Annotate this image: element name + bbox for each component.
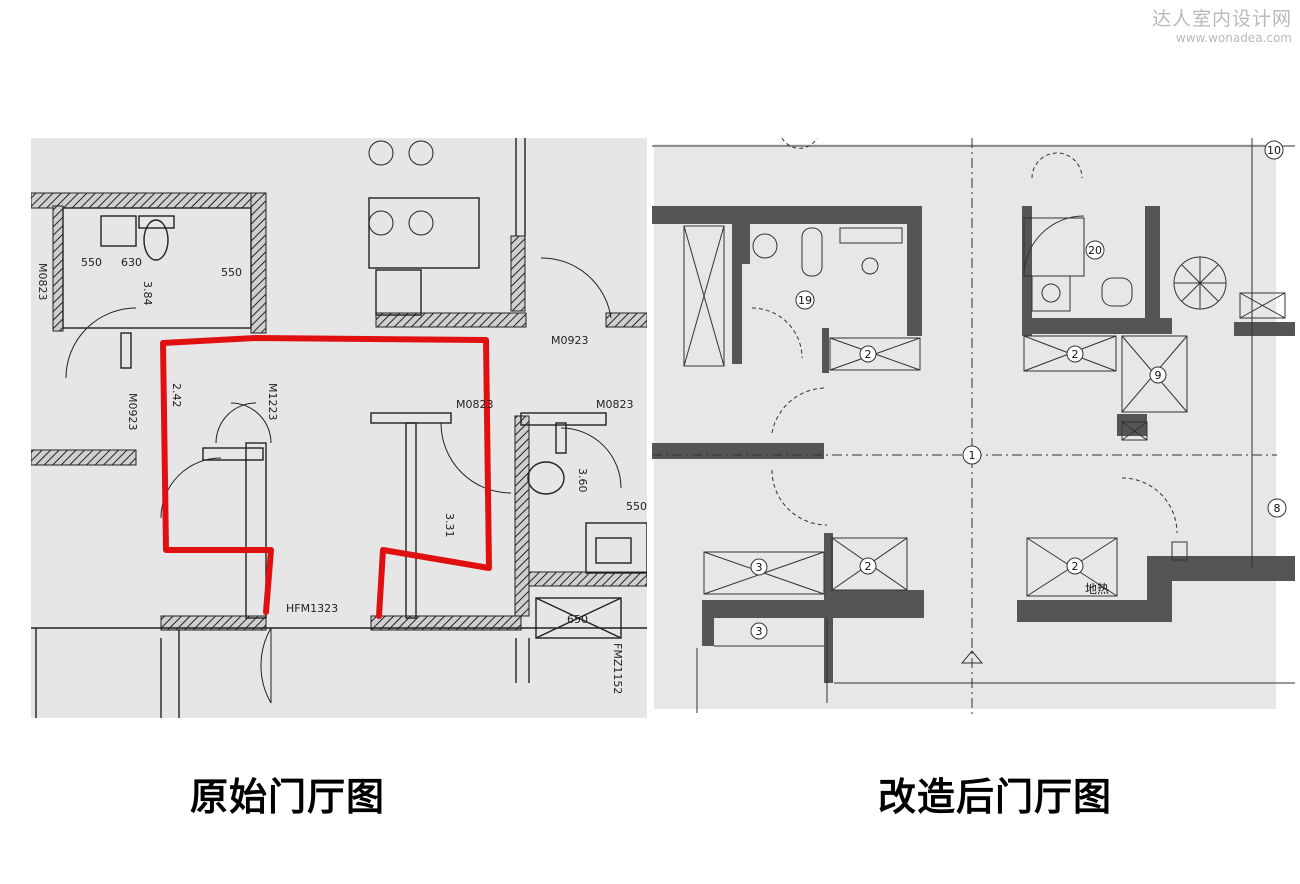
tag-8: 8 <box>1274 502 1281 515</box>
door-swings <box>751 138 1178 534</box>
tag-2-d: 2 <box>1072 560 1079 573</box>
tag-10: 10 <box>1267 144 1281 157</box>
room-tags <box>750 140 1287 640</box>
plan-background <box>31 138 647 718</box>
label-dim-331: 3.31 <box>443 513 456 538</box>
watermark-brand: 达人室内设计网 <box>1151 8 1292 30</box>
tag-20: 20 <box>1088 244 1102 257</box>
section-marker <box>960 650 984 664</box>
label-dim-630: 630 <box>121 256 142 269</box>
caption-renovated: 改造后门厅图 <box>878 775 1113 819</box>
tag-3-a: 3 <box>756 561 763 574</box>
axis-lines <box>652 138 1277 718</box>
tag-2-b: 2 <box>1072 348 1079 361</box>
label-hfm1323: HFM1323 <box>286 602 338 615</box>
watermark: 达人室内设计网 www.wonadea.com <box>1152 4 1292 45</box>
partitions <box>31 138 647 718</box>
label-dim-650: 650 <box>567 613 588 626</box>
label-floor-heating: 地热 <box>1085 582 1109 596</box>
tag-2-c: 2 <box>865 560 872 573</box>
foyer-highlight-outline <box>160 335 492 619</box>
tag-2-a: 2 <box>865 348 872 361</box>
walls <box>31 192 647 631</box>
label-m0923-vertical: M0923 <box>126 393 139 431</box>
tag-19: 19 <box>798 294 812 307</box>
label-dim-550b: 550 <box>221 266 242 279</box>
label-dim-384: 3.84 <box>141 281 154 306</box>
label-m0923-top: M0923 <box>551 334 589 347</box>
original-floor-plan: M0823 550 630 3.84 550 M0923 M0923 2.42 … <box>31 138 647 718</box>
label-dim-242: 2.42 <box>170 383 183 408</box>
label-m0823-mid: M0823 <box>456 398 494 411</box>
tag-9: 9 <box>1155 369 1162 382</box>
caption-original: 原始门厅图 <box>190 775 386 819</box>
tag-3-b: 3 <box>756 625 763 638</box>
label-m0823-right: M0823 <box>596 398 634 411</box>
label-dim-550: 550 <box>81 256 102 269</box>
tag-1: 1 <box>969 449 976 462</box>
watermark-url: www.wonadea.com <box>1175 31 1292 45</box>
label-dim-360: 3.60 <box>576 468 589 493</box>
renovated-floor-plan: 10 19 20 2 2 9 1 8 3 2 2 地热 3 <box>652 138 1295 718</box>
label-fmz1152: FMZ1152 <box>611 643 624 694</box>
label-m1223: M1223 <box>266 383 279 421</box>
label-dim-550c: 550 <box>626 500 647 513</box>
label-m0823-left: M0823 <box>36 263 49 301</box>
door-swings <box>65 140 622 704</box>
